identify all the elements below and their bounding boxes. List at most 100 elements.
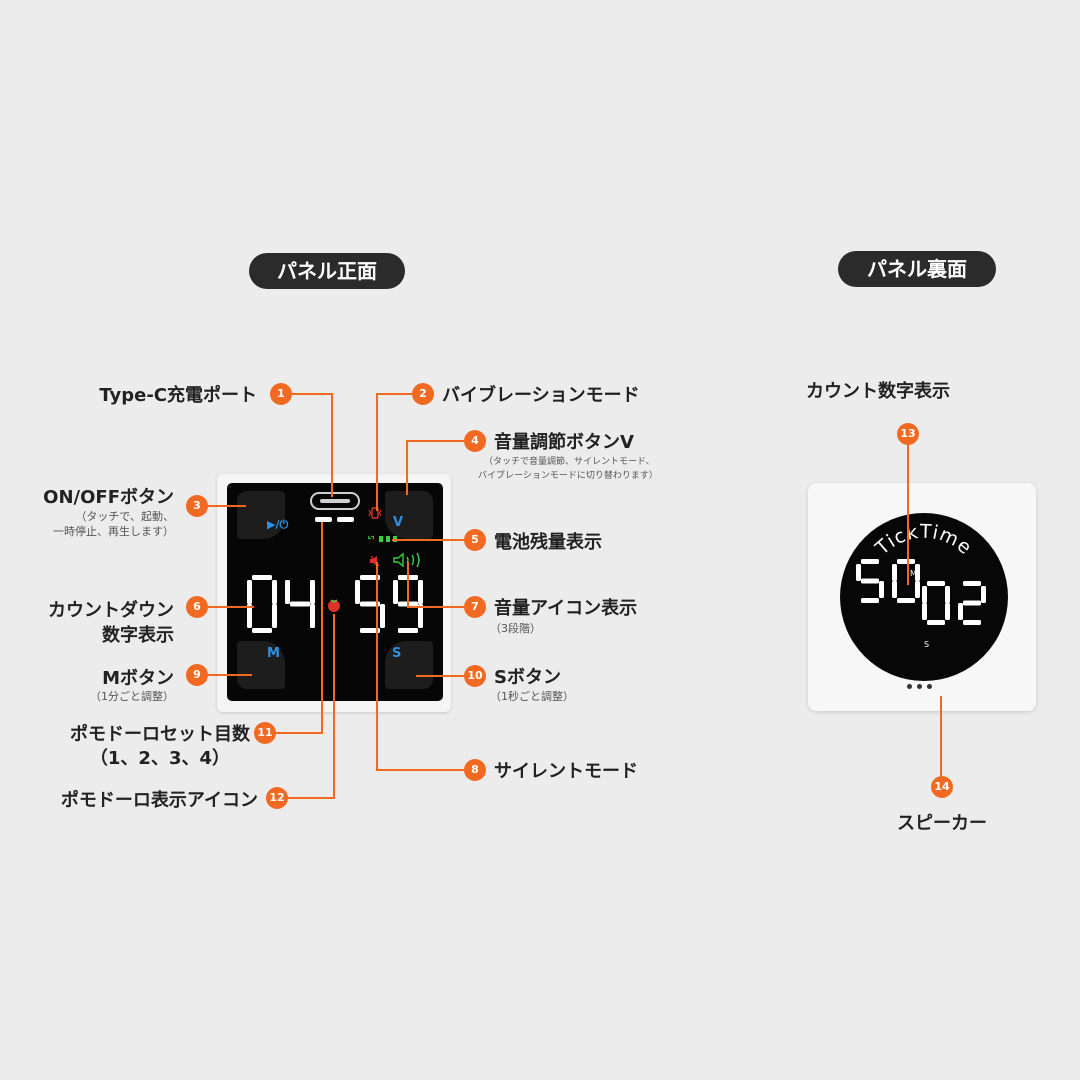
- s-button[interactable]: [385, 641, 433, 689]
- digit-segment: [981, 586, 986, 603]
- leader-10: [416, 675, 464, 677]
- badge-14: 14: [931, 776, 953, 798]
- back-panel-header: パネル裏面: [838, 251, 996, 287]
- m-button[interactable]: [237, 641, 285, 689]
- digit-segment: [945, 603, 950, 620]
- digit-segment: [310, 604, 315, 628]
- digit-segment: [418, 604, 423, 628]
- label-countdown-digits-1: カウントダウン: [48, 600, 174, 621]
- label-pomodoro-icon: ポモドーロ表示アイコン: [60, 790, 258, 811]
- volume-v-button[interactable]: [385, 491, 433, 539]
- digit-segment: [856, 564, 861, 581]
- digit-segment: [879, 581, 884, 598]
- digit-segment: [927, 581, 945, 586]
- sub-volume-1: （タッチで音量調節、サイレントモード、: [484, 457, 655, 467]
- label-on-off-button: ON/OFFボタン: [43, 487, 174, 508]
- label-count-digits: カウント数字表示: [806, 381, 950, 402]
- back-dial: TickTime M S: [840, 513, 1008, 681]
- sub-on-off-2: 一時停止、再生します）: [53, 525, 174, 538]
- speaker-grille-icon: [907, 684, 937, 690]
- leader-8h: [376, 769, 464, 771]
- digit-segment: [272, 604, 277, 628]
- leader-9: [208, 674, 252, 676]
- digit-segment: [915, 581, 920, 598]
- digit-segment: [915, 564, 920, 581]
- leader-7v: [407, 562, 409, 608]
- countdown-minutes-digits: [247, 575, 315, 633]
- leader-6: [208, 606, 254, 608]
- svg-text:TickTime: TickTime: [871, 521, 977, 560]
- leader-5: [392, 539, 464, 541]
- digit-segment: [897, 559, 915, 564]
- badge-5: 5: [464, 529, 486, 551]
- digit-segment: [247, 580, 252, 604]
- badge-11: 11: [254, 722, 276, 744]
- label-pomodoro-sets-2: （1、2、3、4）: [89, 748, 230, 769]
- s-button-label: S: [392, 646, 402, 661]
- digit-segment: [393, 580, 398, 604]
- label-volume-icon-display: 音量アイコン表示: [494, 598, 638, 619]
- badge-3: 3: [186, 495, 208, 517]
- leader-13: [907, 445, 909, 585]
- leader-1: [292, 393, 332, 395]
- digit-segment: [963, 581, 981, 586]
- sub-m-button: （1分ごと調整）: [90, 690, 174, 703]
- label-battery-display: 電池残量表示: [494, 532, 602, 553]
- leader-14: [940, 696, 942, 776]
- digit-segment: [892, 564, 897, 581]
- digit-segment: [963, 600, 981, 606]
- badge-9: 9: [186, 664, 208, 686]
- digit-segment: [927, 620, 945, 625]
- digit-segment: [310, 580, 315, 604]
- pomodoro-tomato-icon: [328, 599, 340, 612]
- digit-segment: [861, 559, 879, 564]
- digit-segment: [861, 598, 879, 603]
- digit-segment: [861, 578, 879, 584]
- v-button-label: V: [393, 515, 404, 530]
- label-s-button: Sボタン: [494, 667, 561, 688]
- pomodoro-set-indicator: [315, 517, 355, 522]
- sub-s-button: （1秒ごと調整）: [490, 690, 574, 703]
- front-panel-header: パネル正面: [249, 253, 405, 289]
- leader-8v: [376, 562, 378, 771]
- digit-segment: [945, 586, 950, 603]
- label-type-c-port: Type-C充電ポート: [99, 385, 257, 406]
- badge-7: 7: [464, 596, 486, 618]
- badge-12: 12: [266, 787, 288, 809]
- mute-icon: [370, 555, 380, 567]
- leader-2: [376, 393, 412, 395]
- digit-segment: [958, 603, 963, 620]
- digit-segment: [360, 601, 380, 607]
- digit-segment: [285, 580, 290, 604]
- leader-7: [408, 606, 464, 608]
- digit-segment: [355, 580, 360, 604]
- digit-segment: [963, 620, 981, 625]
- label-silent-mode: サイレントモード: [494, 761, 638, 782]
- leader-11h: [276, 732, 322, 734]
- digit-segment: [897, 598, 915, 603]
- back-s-mark: S: [924, 640, 930, 649]
- digit-segment: [290, 601, 310, 607]
- digit-segment: [360, 575, 380, 580]
- badge-6: 6: [186, 596, 208, 618]
- label-m-button: Mボタン: [102, 668, 174, 689]
- on-off-button[interactable]: [237, 491, 285, 539]
- label-speaker: スピーカー: [897, 813, 987, 834]
- digit-segment: [272, 580, 277, 604]
- digit-segment: [360, 628, 380, 633]
- badge-1: 1: [270, 383, 292, 405]
- digit-segment: [892, 581, 897, 598]
- badge-10: 10: [464, 665, 486, 687]
- countdown-seconds-digits: [355, 575, 423, 633]
- label-pomodoro-sets-1: ポモドーロセット目数: [70, 724, 250, 745]
- volume-icon: [393, 552, 420, 568]
- digit-segment: [252, 628, 272, 633]
- back-seconds-digits: [922, 581, 986, 625]
- digit-segment: [252, 575, 272, 580]
- leader-3: [208, 505, 246, 507]
- label-volume-button: 音量調節ボタンV: [494, 432, 634, 453]
- sub-volume-levels: （3段階）: [490, 622, 541, 635]
- brand-logo: TickTime: [871, 521, 977, 560]
- leader-12v: [333, 614, 335, 799]
- badge-2: 2: [412, 383, 434, 405]
